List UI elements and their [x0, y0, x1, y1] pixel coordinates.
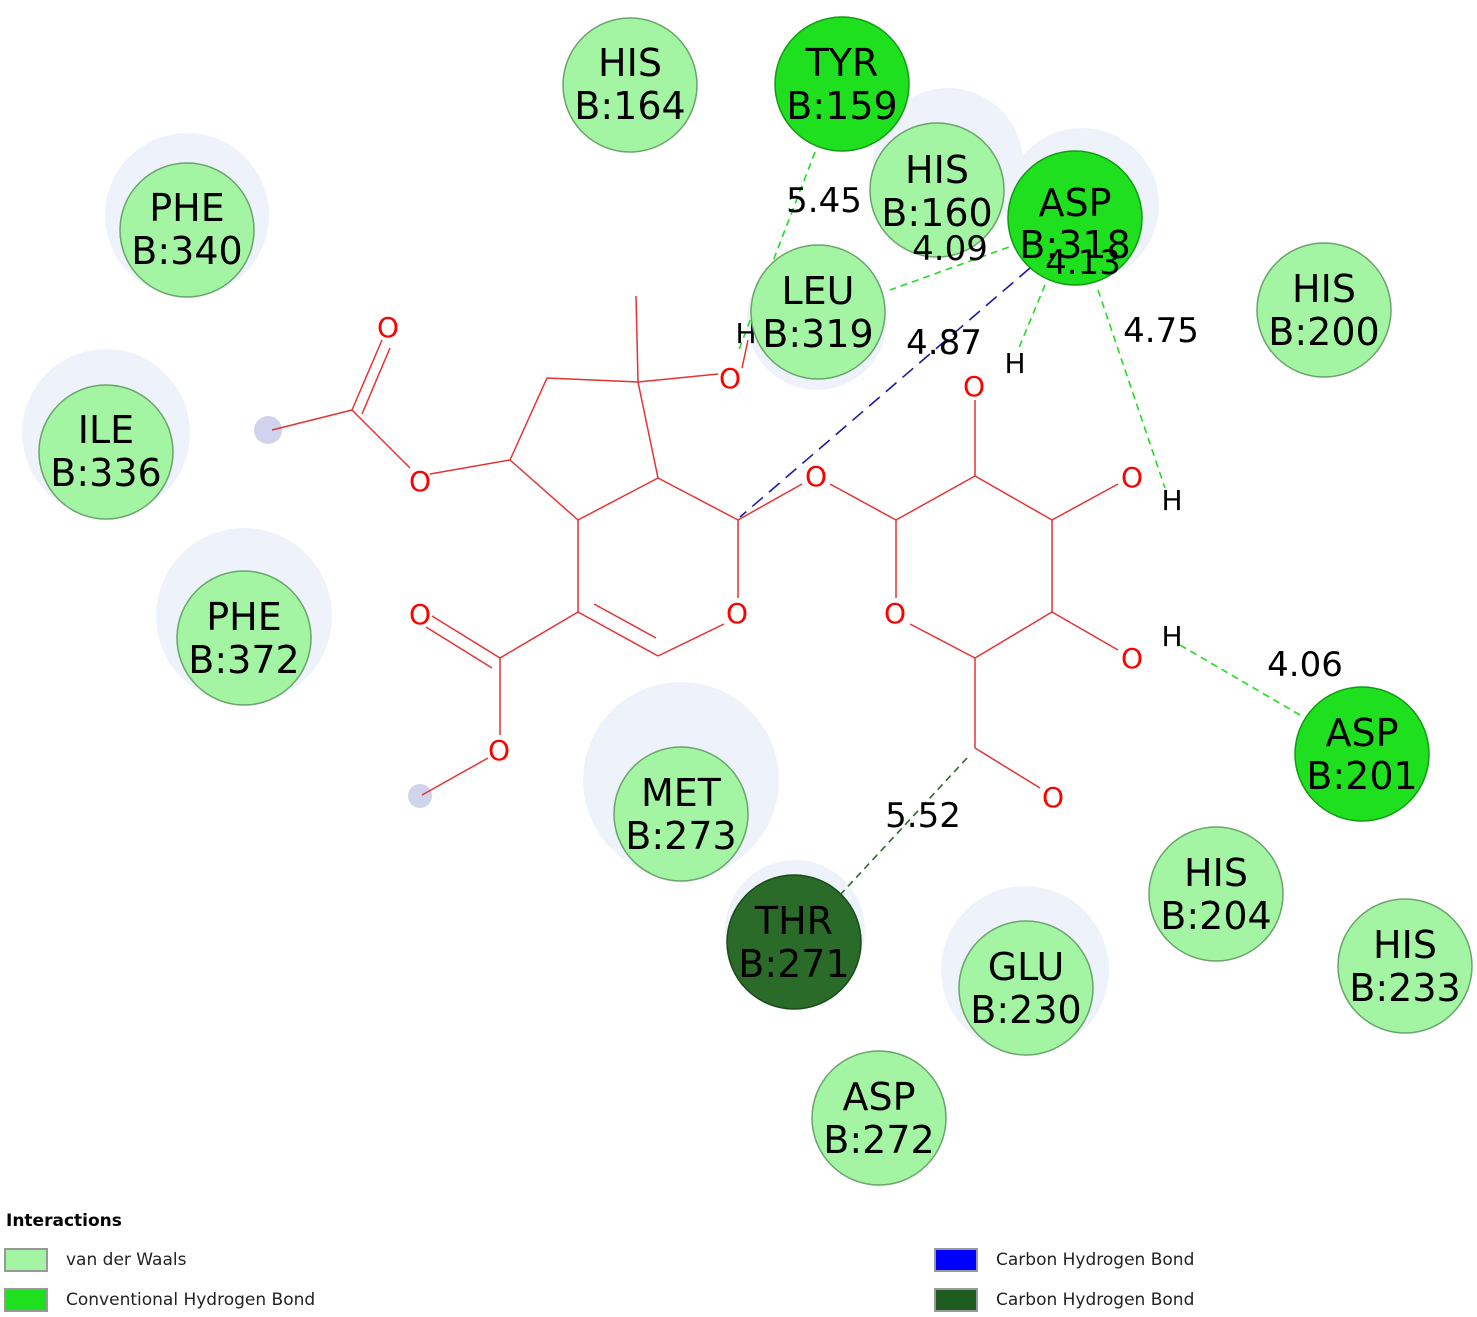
residue-id: B:272	[823, 1118, 934, 1162]
residue-id: B:271	[738, 942, 849, 986]
residue-leu319: LEU B:319	[750, 244, 886, 380]
residue-glu230: GLU B:230	[958, 920, 1094, 1056]
residue-name: PHE	[149, 186, 225, 230]
residue-asp318: ASP B:318	[1007, 150, 1143, 286]
residue-asp272: ASP B:272	[811, 1050, 947, 1186]
residue-his233: HIS B:233	[1337, 898, 1473, 1034]
residue-id: B:372	[188, 638, 299, 682]
oxygen-atom: O	[963, 370, 985, 403]
legend-item-conventional-hbond: Conventional Hydrogen Bond	[4, 1285, 315, 1315]
oxygen-atom: O	[409, 598, 431, 631]
legend: Interactions van der Waals Conventional …	[0, 1205, 1477, 1317]
residue-met273: MET B:273	[613, 746, 749, 882]
residue-name: HIS	[1373, 923, 1437, 967]
residue-id: B:204	[1160, 894, 1271, 938]
oxygen-atom: O	[409, 465, 431, 498]
residue-name: HIS	[598, 41, 662, 85]
legend-label: Conventional Hydrogen Bond	[66, 1290, 316, 1310]
residue-his204: HIS B:204	[1148, 826, 1284, 962]
hydrogen-atom: H	[735, 317, 756, 350]
residue-name: GLU	[988, 945, 1065, 989]
residue-name: LEU	[782, 269, 855, 313]
residue-id: B:233	[1349, 966, 1460, 1010]
residue-tyr159: TYR B:159	[774, 16, 910, 152]
hydrogen-atom: H	[1161, 620, 1182, 653]
atom-labels: O O O H O O O O O O H O H O H O	[377, 311, 1183, 814]
oxygen-atom: O	[1121, 642, 1143, 675]
legend-swatch	[4, 1248, 48, 1272]
distance-label: 4.09	[912, 229, 988, 269]
distance-label: 4.87	[906, 323, 982, 363]
legend-item-carbon-hbond-blue: Carbon Hydrogen Bond	[934, 1245, 1194, 1275]
residue-name: ASP	[842, 1075, 915, 1119]
oxygen-atom: O	[488, 734, 510, 767]
residue-name: PHE	[206, 595, 282, 639]
residue-phe372: PHE B:372	[176, 570, 312, 706]
distance-label: 4.06	[1267, 645, 1343, 685]
legend-label: Carbon Hydrogen Bond	[996, 1250, 1195, 1270]
legend-label: van der Waals	[66, 1250, 187, 1270]
oxygen-atom: O	[726, 597, 748, 630]
residue-his164: HIS B:164	[562, 17, 698, 153]
residue-name: TYR	[805, 41, 879, 85]
distance-label: 5.52	[885, 796, 961, 836]
legend-item-carbon-hbond-dark: Carbon Hydrogen Bond	[934, 1285, 1194, 1315]
residue-id: B:319	[762, 312, 873, 356]
residue-name: MET	[641, 771, 722, 815]
interaction-lines	[737, 151, 1301, 896]
distance-label: 4.13	[1045, 243, 1121, 283]
residue-name: ASP	[1325, 711, 1398, 755]
hydrogen-atom: H	[1004, 347, 1025, 380]
oxygen-atom: O	[377, 311, 399, 344]
hbond-line-asp318-h2	[1097, 289, 1166, 489]
legend-swatch	[4, 1288, 48, 1312]
residue-id: B:159	[786, 84, 897, 128]
legend-label: Carbon Hydrogen Bond	[996, 1290, 1195, 1310]
residue-id: B:318	[1019, 223, 1130, 267]
residue-thr271: THR B:271	[726, 874, 862, 1010]
residue-name: HIS	[1292, 267, 1356, 311]
residue-his200: HIS B:200	[1256, 242, 1392, 378]
residue-id: B:230	[970, 988, 1081, 1032]
oxygen-atom: O	[719, 362, 741, 395]
residue-id: B:160	[881, 191, 992, 235]
legend-title: Interactions	[6, 1211, 122, 1231]
oxygen-atom: O	[805, 460, 827, 493]
residue-his160: HIS B:160	[869, 122, 1005, 258]
residues: HIS B:164 TYR B:159 PHE B:340 HIS B:160 …	[38, 16, 1473, 1186]
distance-label: 5.45	[786, 181, 862, 221]
residue-name: ASP	[1038, 181, 1111, 225]
distance-labels: 5.45 4.09 4.13 4.87 4.75 4.06 5.52	[786, 181, 1343, 836]
residue-asp201: ASP B:201	[1294, 686, 1430, 822]
carbon-hbond-line-asp318	[739, 267, 1031, 518]
residue-name: ILE	[78, 408, 134, 452]
residue-id: B:273	[625, 814, 736, 858]
hbond-line-asp318-h1	[1017, 284, 1046, 351]
hydrogen-atom: H	[1161, 484, 1182, 517]
legend-item-van-der-waals: van der Waals	[4, 1245, 186, 1275]
legend-swatch	[934, 1248, 978, 1272]
ligand-bonds	[271, 295, 1119, 796]
residue-id: B:200	[1268, 310, 1379, 354]
residue-id: B:164	[574, 84, 685, 128]
residue-id: B:336	[50, 451, 161, 495]
residue-phe340: PHE B:340	[119, 162, 255, 298]
residue-name: HIS	[905, 148, 969, 192]
legend-swatch	[934, 1288, 978, 1312]
residue-id: B:201	[1306, 754, 1417, 798]
oxygen-atom: O	[1042, 781, 1064, 814]
oxygen-atom: O	[884, 597, 906, 630]
residue-name: HIS	[1184, 851, 1248, 895]
distance-label: 4.75	[1123, 311, 1199, 351]
residue-id: B:340	[131, 229, 242, 273]
oxygen-atom: O	[1121, 461, 1143, 494]
residue-ile336: ILE B:336	[38, 384, 174, 520]
residue-name: THR	[754, 899, 833, 943]
